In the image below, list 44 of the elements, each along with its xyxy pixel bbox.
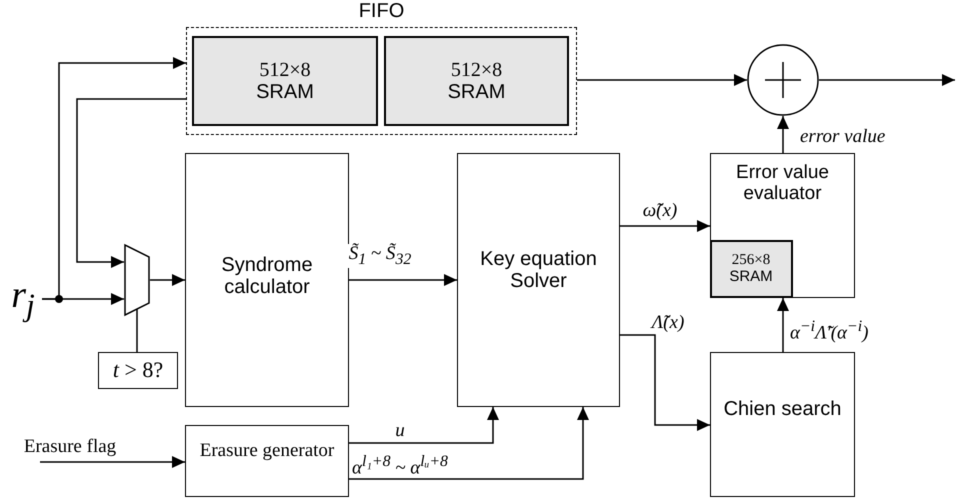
block-label: t > 8?: [112, 358, 164, 383]
arrow: [777, 298, 789, 352]
sram-block: [710, 240, 792, 298]
process-block: [185, 425, 349, 497]
block-label: Chien search: [724, 398, 842, 421]
arrow: [349, 274, 457, 286]
arrow: [42, 57, 186, 300]
arrow: [819, 74, 955, 86]
arrow: [577, 74, 747, 86]
edge-label: Λ̃(x): [650, 312, 686, 332]
multiplexer-symbol: [124, 244, 150, 316]
block-label: Key equation Solver: [479, 248, 598, 292]
adder-symbol: [747, 44, 819, 116]
process-block: [185, 153, 349, 407]
process-block: [98, 352, 178, 389]
process-block: [710, 352, 855, 497]
signal-label: Erasure flag: [24, 436, 116, 458]
edge-label: α$^{−i}$Λ̃′(α$^{−i}$): [789, 319, 870, 343]
block-label: SRAM: [256, 81, 314, 104]
sram-block: [192, 36, 378, 126]
sram-block: [384, 36, 569, 126]
arrow: [150, 274, 185, 286]
arrow: [40, 456, 185, 468]
arrow: [620, 334, 710, 431]
block-label: 256×8: [732, 252, 770, 268]
arrow: [620, 220, 710, 232]
block-label: Erasure generator: [200, 440, 334, 462]
block-label: SRAM: [448, 81, 506, 104]
group-heading: FIFO: [358, 1, 404, 21]
signal-label: r$_{j}$: [11, 274, 35, 324]
block-label: Syndrome calculator: [220, 254, 314, 298]
block-label: 512×8: [259, 58, 311, 81]
arrow: [777, 116, 789, 153]
arrow: [349, 407, 589, 480]
block-label: Error value evaluator: [735, 162, 830, 205]
block-label: 512×8: [450, 58, 502, 81]
edge-label: S̃$_{1}$ ~ S̃$_{32}$: [348, 244, 412, 268]
block-label: SRAM: [729, 268, 773, 286]
process-block: [710, 153, 855, 298]
edge-label: ω̃(x): [642, 200, 678, 220]
arrow: [76, 98, 186, 268]
edge-label: error value: [799, 126, 886, 146]
arrow: [349, 407, 499, 444]
process-block: [457, 153, 620, 407]
